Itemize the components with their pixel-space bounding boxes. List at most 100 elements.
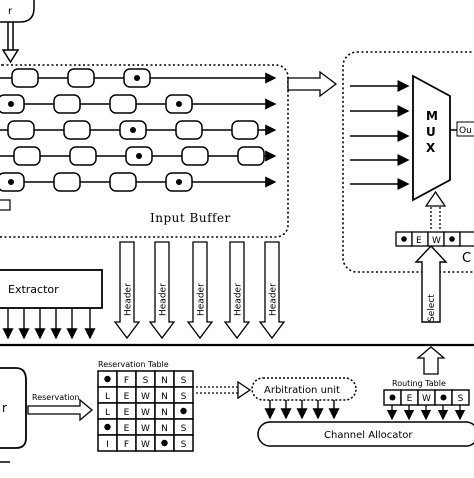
- buffer-slot: [109, 94, 137, 114]
- mux-letter: X: [426, 141, 436, 155]
- reservation-cell: [154, 434, 175, 452]
- buffer-slot-box: [69, 146, 97, 166]
- reservation-cell: S: [173, 418, 194, 436]
- buffer-row-1: [0, 68, 277, 88]
- crossbar-corner-label: C: [462, 251, 471, 266]
- reservation-arrow-label: Reservation: [32, 393, 79, 402]
- header-arrow-label: Header: [234, 283, 244, 316]
- reservation-cell: N: [154, 418, 175, 436]
- channel-allocator-label: Channel Allocator: [324, 430, 413, 441]
- arbitration-output-arrows: [264, 400, 340, 420]
- flit-dot: [176, 179, 182, 185]
- buffer-slot-box: [13, 146, 41, 166]
- buffer-slot: [53, 172, 81, 192]
- buffer-slot-box: [53, 94, 81, 114]
- routing-table-title: Routing Table: [392, 379, 446, 388]
- reservation-cell-label: N: [161, 424, 168, 434]
- buffer-rows: [0, 68, 277, 192]
- reservation-cell-label: E: [124, 408, 130, 418]
- reservation-cell-label: W: [141, 392, 150, 402]
- buffer-slot-box: [63, 120, 91, 140]
- reservation-cell: S: [173, 370, 194, 388]
- buffer-slot: [13, 146, 41, 166]
- buffer-slot: [0, 172, 25, 192]
- top-double-arrow: [1, 22, 20, 64]
- top-left-source-box: r: [0, 0, 35, 23]
- reservation-cell: S: [173, 434, 194, 452]
- reservation-arrow: Reservation: [27, 393, 94, 422]
- mux-select-cell: W: [427, 231, 445, 247]
- reservation-cell: I: [97, 434, 118, 452]
- reservation-table-title: Reservation Table: [98, 360, 169, 369]
- reservation-cell: E: [116, 386, 137, 404]
- header-arrow-label: Header: [197, 283, 207, 316]
- buffer-slot: [69, 146, 97, 166]
- reservation-cell: [97, 370, 118, 388]
- mux-letter: M: [426, 109, 438, 123]
- mux-select-up-arrow: [424, 190, 447, 230]
- reservation-cell: [173, 402, 194, 420]
- reservation-cell-label: N: [161, 376, 168, 386]
- flit-dot: [136, 153, 142, 159]
- flit-dot: [130, 127, 136, 133]
- mux-select-cell-label: E: [416, 236, 422, 246]
- reservation-cell: S: [135, 370, 156, 388]
- buffer-slot: [63, 120, 91, 140]
- reservation-cell-label: S: [181, 424, 187, 434]
- mux-select-cell: [443, 231, 461, 247]
- reservation-cell-label: W: [141, 408, 150, 418]
- buffer-slot: [165, 172, 193, 192]
- arbitration-unit-box: [251, 377, 357, 401]
- select-arrow-label: Select: [427, 294, 437, 322]
- divider-to-select-arrow: [416, 346, 446, 375]
- reservation-cell-label: E: [124, 424, 130, 434]
- buffer-slot-box: [67, 68, 95, 88]
- input-buffer-label: Input Buffer: [150, 211, 231, 225]
- reservation-cell: W: [135, 386, 156, 404]
- routing-dot: [389, 394, 396, 401]
- mux-output-label: Ou: [459, 126, 472, 136]
- channel-allocator-box: [257, 421, 474, 447]
- header-arrow-shape: [223, 241, 251, 340]
- buffer-slot-box: [109, 172, 137, 192]
- routing-dot: [440, 394, 447, 401]
- reservation-dot: [104, 423, 111, 431]
- extractor-label: Extractor: [8, 283, 59, 296]
- mux-select-cell: E: [411, 231, 429, 247]
- reservation-cell: W: [135, 434, 156, 452]
- buffer-row-2: [0, 94, 277, 114]
- buffer-slot: [11, 68, 39, 88]
- reservation-cell-label: I: [106, 440, 109, 450]
- reservation-dot: [104, 375, 111, 383]
- extractor-box: [0, 269, 103, 309]
- reservation-cell: E: [116, 418, 137, 436]
- buffer-slot-box: [11, 68, 39, 88]
- header-arrow-shape: [186, 241, 214, 340]
- flit-dot: [176, 101, 182, 107]
- routing-cell: W: [417, 389, 436, 406]
- reservation-cell-label: W: [141, 440, 150, 450]
- routing-cell: [434, 389, 453, 406]
- reservation-dot: [161, 439, 168, 447]
- mux-select-cell-label: W: [432, 236, 441, 246]
- buffer-row-4: [0, 146, 277, 166]
- header-arrow: Header: [113, 241, 141, 340]
- reservation-cell-label: F: [124, 376, 129, 386]
- reservation-cell-label: L: [105, 408, 110, 418]
- buffer-slot-box: [53, 172, 81, 192]
- small-left-box: [0, 199, 11, 211]
- buffer-slot-box: [231, 120, 259, 140]
- mux-vertical-label: MUX: [426, 109, 438, 155]
- reservation-cell-label: F: [124, 440, 129, 450]
- buffer-slot-box: [175, 120, 203, 140]
- arbitration-unit-label: Arbitration unit: [264, 385, 340, 396]
- buffer-slot: [7, 120, 35, 140]
- buffer-slot: [175, 120, 203, 140]
- buffer-slot-box: [237, 146, 265, 166]
- bottom-left-fragment-label: r: [2, 401, 7, 415]
- buffer-slot: [125, 146, 153, 166]
- header-arrow-shape: [258, 241, 286, 340]
- crossbar-region-box: [342, 51, 474, 273]
- routing-cell: [383, 389, 402, 406]
